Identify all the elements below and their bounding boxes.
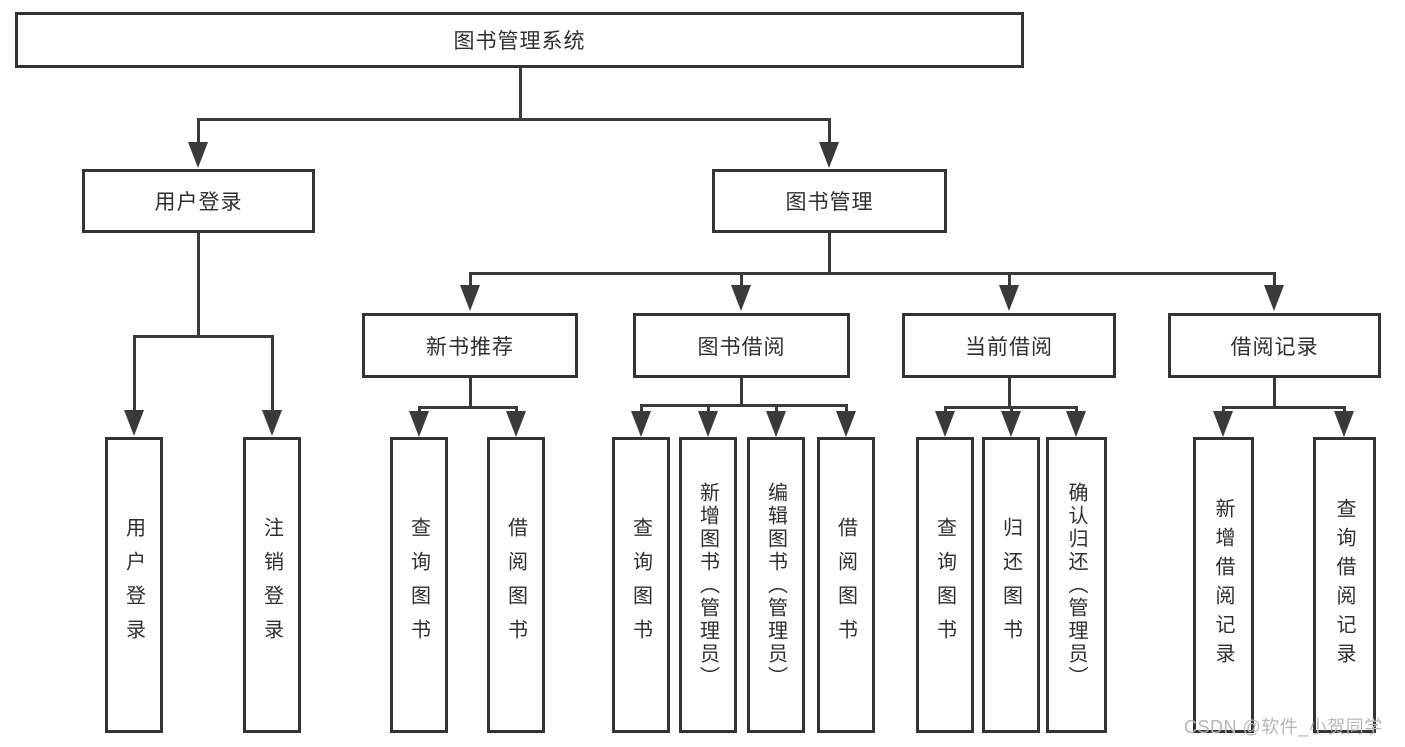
connector-line [1343, 406, 1346, 413]
connector-line [1008, 272, 1011, 287]
connector-line [640, 404, 643, 413]
leaf-newbook-borrow-books: 借阅图书 [487, 437, 545, 733]
node-label: 新书推荐 [426, 335, 514, 359]
connector-line [828, 232, 831, 275]
arrow-down-icon [698, 411, 718, 437]
leaf-query-borrow-record: 查询借阅记录 [1313, 437, 1376, 733]
arrow-down-icon [1264, 285, 1284, 311]
csdn-watermark: CSDN @软件_小贺同学 [1184, 717, 1383, 737]
leaf-label: 查询图书 [629, 517, 652, 653]
connector-line [469, 377, 472, 409]
arrow-down-icon [460, 285, 480, 311]
node-label: 图书借阅 [697, 335, 786, 359]
node-label: 图书管理系统 [453, 30, 586, 53]
node-user-login: 用户登录 [82, 169, 315, 233]
connector-line [197, 118, 831, 121]
node-label: 当前借阅 [965, 335, 1053, 359]
leaf-label: 查询图书 [407, 517, 430, 653]
arrow-down-icon [409, 411, 429, 437]
connector-line [640, 404, 848, 407]
arrow-down-icon [1334, 411, 1354, 437]
connector-line [828, 118, 831, 144]
node-book-management: 图书管理 [712, 169, 947, 233]
node-new-book-recommendation: 新书推荐 [362, 313, 578, 378]
arrow-down-icon [1066, 411, 1086, 437]
leaf-label: 归还图书 [999, 517, 1022, 653]
connector-line [1008, 377, 1011, 409]
leaf-confirm-return-admin: 确认归还（管理员） [1046, 437, 1107, 733]
connector-line [1010, 406, 1013, 413]
node-borrowing-records: 借阅记录 [1168, 313, 1381, 378]
arrow-down-icon [731, 285, 751, 311]
connector-line [519, 66, 522, 120]
leaf-borrow-query-books: 查询图书 [612, 437, 670, 733]
leaf-label: 查询图书 [933, 517, 956, 653]
connector-line [1273, 377, 1276, 409]
connector-line [197, 118, 200, 144]
node-library-management-system: 图书管理系统 [15, 12, 1024, 68]
node-book-borrowing: 图书借阅 [633, 313, 850, 378]
leaf-logout: 注销登录 [243, 437, 301, 733]
leaf-label: 注销登录 [260, 517, 283, 653]
arrow-down-icon [631, 411, 651, 437]
leaf-label: 新增图书（管理员） [696, 481, 719, 689]
connector-line [1273, 272, 1276, 287]
connector-line [418, 406, 421, 413]
arrow-down-icon [188, 142, 208, 168]
connector-line [1075, 406, 1078, 413]
connector-line [515, 406, 518, 413]
node-current-borrowing: 当前借阅 [902, 313, 1116, 378]
connector-line [740, 272, 743, 287]
leaf-user-login: 用户登录 [105, 437, 163, 733]
arrow-down-icon [935, 411, 955, 437]
arrow-down-icon [999, 285, 1019, 311]
connector-line [418, 406, 518, 409]
connector-line [1222, 406, 1346, 409]
leaf-label: 编辑图书（管理员） [764, 481, 787, 689]
connector-line [469, 272, 472, 287]
arrow-down-icon [1001, 411, 1021, 437]
node-label: 图书管理 [785, 191, 874, 214]
leaf-newbook-query-books: 查询图书 [390, 437, 448, 733]
leaf-edit-books-admin: 编辑图书（管理员） [747, 437, 805, 733]
leaf-add-borrow-record: 新增借阅记录 [1193, 437, 1254, 733]
leaf-borrow-borrow-books: 借阅图书 [817, 437, 875, 733]
node-label: 借阅记录 [1230, 335, 1319, 359]
arrow-down-icon [1213, 411, 1233, 437]
connector-line [1222, 406, 1225, 413]
connector-line [133, 335, 274, 338]
arrow-down-icon [506, 411, 526, 437]
leaf-add-books-admin: 新增图书（管理员） [679, 437, 737, 733]
arrow-down-icon [766, 411, 786, 437]
arrow-down-icon [836, 411, 856, 437]
node-label: 用户登录 [154, 191, 243, 214]
leaf-label: 查询借阅记录 [1333, 498, 1355, 672]
leaf-label: 新增借阅记录 [1212, 498, 1234, 672]
connector-line [845, 404, 848, 413]
connector-line [197, 232, 200, 338]
leaf-label: 借阅图书 [504, 517, 527, 653]
connector-line [775, 404, 778, 413]
leaf-return-books: 归还图书 [982, 437, 1040, 733]
leaf-label: 用户登录 [122, 517, 145, 653]
connector-line [944, 406, 1078, 409]
connector-line [133, 335, 136, 412]
connector-line [707, 404, 710, 413]
connector-line [944, 406, 947, 413]
arrow-down-icon [819, 142, 839, 168]
leaf-label: 借阅图书 [834, 517, 857, 653]
leaf-label: 确认归还（管理员） [1065, 481, 1087, 689]
arrow-down-icon [124, 410, 144, 436]
arrow-down-icon [262, 410, 282, 436]
connector-line [271, 335, 274, 412]
connector-line [740, 377, 743, 407]
connector-line [469, 272, 1276, 275]
leaf-current-query-books: 查询图书 [916, 437, 974, 733]
